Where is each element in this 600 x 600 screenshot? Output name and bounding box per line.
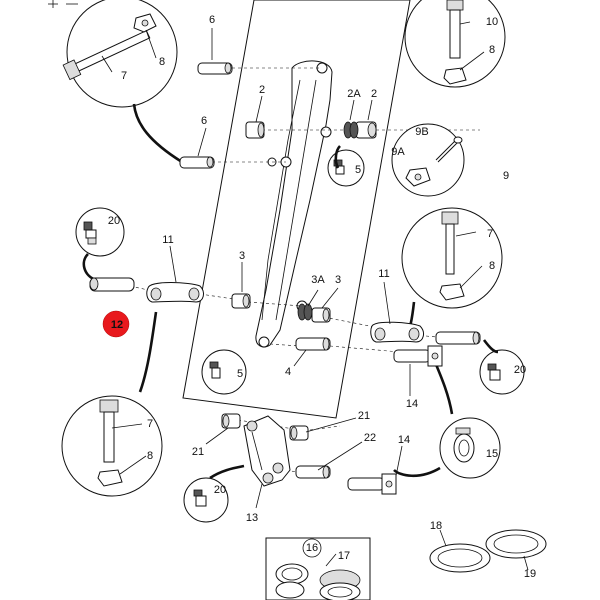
detail-bubble-grease-5b — [201, 349, 247, 395]
callout-8-right: 8 — [489, 260, 495, 272]
detail-bubble-grease-left — [75, 207, 125, 257]
callout-20-left: 20 — [108, 215, 120, 227]
detail-bubble-bolt-right — [401, 207, 503, 309]
callout-9: 9 — [503, 170, 509, 182]
callout-5-upper: 5 — [355, 164, 361, 176]
callout-labels: 6 6 7 8 10 8 2 2A 2 5 9B 9A 9 20 11 3 3A… — [108, 14, 536, 580]
ring-19 — [485, 529, 547, 559]
callout-2-right: 2 — [371, 88, 377, 100]
ring-18 — [429, 543, 491, 573]
callout-2A: 2A — [347, 88, 361, 100]
pin-6-lower — [179, 156, 215, 169]
callout-10: 10 — [486, 16, 498, 28]
callout-6-mid: 6 — [201, 115, 207, 127]
bushing-2-left — [245, 121, 265, 139]
callout-3A: 3A — [311, 274, 325, 286]
bushing-2-right — [355, 121, 377, 139]
link-11-right — [370, 321, 424, 343]
boom-arm — [255, 60, 333, 348]
detail-bubble-retainer — [439, 417, 501, 479]
callout-13: 13 — [246, 512, 258, 524]
callout-7-left: 7 — [147, 418, 153, 430]
callout-21-right: 21 — [358, 410, 370, 422]
callout-8-top: 8 — [159, 56, 165, 68]
callout-11-left: 11 — [162, 234, 173, 246]
callout-9B: 9B — [415, 126, 428, 138]
callout-19: 19 — [524, 568, 536, 580]
seal-3A — [297, 303, 313, 321]
pin-right-link — [435, 331, 481, 345]
callout-7-right: 7 — [487, 228, 493, 240]
callout-17: 17 — [338, 550, 350, 562]
callout-16-ring — [302, 538, 322, 558]
pin-22 — [295, 465, 331, 479]
callout-22: 22 — [364, 432, 376, 444]
callout-21-left: 21 — [192, 446, 204, 458]
callout-3-left: 3 — [239, 250, 245, 262]
callout-14-lower: 14 — [398, 434, 410, 446]
callout-11-right: 11 — [378, 268, 389, 280]
pin-14-lower — [347, 473, 397, 495]
link-11-left — [146, 282, 204, 303]
detail-bubble-grease-right — [479, 349, 525, 395]
callout-15: 15 — [486, 448, 498, 460]
detail-bubble-nut-pin — [391, 123, 465, 197]
pin-14-upper — [393, 345, 443, 367]
bushing-21-right — [289, 425, 309, 441]
pin-6-upper — [197, 62, 233, 75]
pin-12 — [89, 277, 135, 292]
pin-4 — [295, 337, 331, 351]
callout-18: 18 — [430, 520, 442, 532]
callout-4: 4 — [285, 366, 291, 378]
detail-bubble-grease-bottom — [183, 477, 229, 523]
bushing-3-right — [311, 307, 331, 323]
callout-14-upper: 14 — [406, 398, 418, 410]
callout-5-lower: 5 — [237, 368, 243, 380]
seal-2A — [343, 121, 359, 139]
callout-12: 12 — [111, 319, 123, 331]
assembly-frame — [182, 0, 411, 419]
bushing-21-left — [221, 413, 241, 429]
callout-16: 16 — [306, 542, 318, 554]
leader-lines — [101, 21, 529, 571]
crop-mark — [48, 0, 78, 8]
callout-20-right: 20 — [514, 364, 526, 376]
callout-6-top: 6 — [209, 14, 215, 26]
bushing-3-left — [231, 293, 251, 309]
detail-bubble-bolt-10 — [404, 0, 506, 88]
detail-bubble-bolt-left — [61, 395, 163, 497]
seal-kit-box — [265, 537, 371, 600]
detail-bubble-bolt-nut — [62, 0, 178, 108]
callout-3-right: 3 — [335, 274, 341, 286]
highlight-marker-12 — [102, 310, 130, 338]
link-13 — [243, 415, 291, 487]
callout-7-top: 7 — [121, 70, 127, 82]
callout-9A: 9A — [391, 146, 405, 158]
callout-8-left: 8 — [147, 450, 153, 462]
callout-20-bottom: 20 — [214, 484, 226, 496]
callout-2-left: 2 — [259, 84, 265, 96]
callout-8-topright: 8 — [489, 44, 495, 56]
